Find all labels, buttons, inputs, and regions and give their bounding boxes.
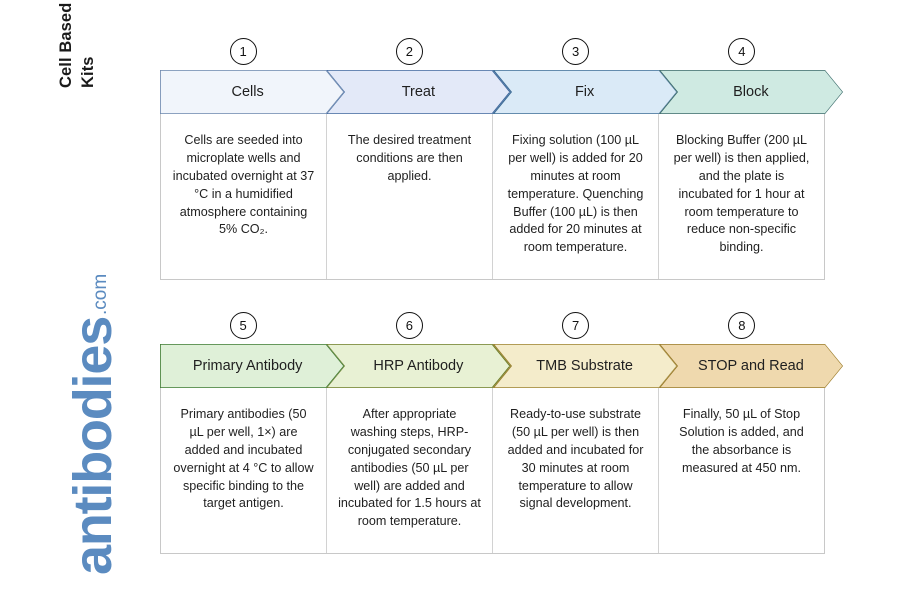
step-number-strip: 1 2 3 4 [160,36,825,66]
step-number-strip: 5 6 7 8 [160,310,825,340]
brand-logo-tld: .com [90,273,111,315]
step-number-badge: 1 [229,37,257,65]
step-number-cell: 1 [160,36,326,66]
step-description-text: Blocking Buffer (200 µL per well) is the… [673,133,810,255]
step-description-text: Fixing solution (100 µL per well) is add… [507,133,644,255]
step-number-badge: 7 [562,311,590,339]
brand-logo-word: antibodies [63,316,124,575]
step-banner-label: HRP Antibody [373,358,464,374]
step-number-badge: 3 [562,37,590,65]
step-banner-8[interactable]: STOP and Read [658,344,843,388]
brand-logo: antibodies .com [57,274,124,575]
step-number-cell: 3 [493,36,659,66]
step-banner-7[interactable]: TMB Substrate [492,344,677,388]
step-banner-strip: Primary Antibody HRP Antibody TMB Substrat… [160,344,844,388]
page-title: Cell Based ELISA Kits Quick Protocol [46,0,110,88]
step-banner-strip: Cells Treat Fix Block [160,70,844,114]
step-description-cell: After appropriate washing steps, HRP-con… [327,388,493,553]
step-description-text: Finally, 50 µL of Stop Solution is added… [679,407,804,475]
page-title-line-1: Cell Based ELISA Kits [57,0,97,88]
step-description-text: Primary antibodies (50 µL per well, 1×) … [173,407,314,511]
step-banner-label: Treat [401,84,436,100]
step-description-cell: Cells are seeded into microplate wells a… [161,114,327,279]
step-number-badge: 4 [728,37,756,65]
step-description-cell: Finally, 50 µL of Stop Solution is added… [659,388,824,553]
step-banner-label: Fix [574,84,595,100]
step-number-badge: 6 [395,311,423,339]
step-description-cell: Ready-to-use substrate (50 µL per well) … [493,388,659,553]
step-banner-4[interactable]: Block [658,70,843,114]
step-description-text: Ready-to-use substrate (50 µL per well) … [507,407,644,511]
step-number-badge: 5 [229,311,257,339]
step-number-cell: 8 [659,310,825,340]
step-description-text: Cells are seeded into microplate wells a… [172,133,315,237]
step-banner-label: Block [733,84,769,100]
step-banner-3[interactable]: Fix [492,70,677,114]
step-description-cell: Primary antibodies (50 µL per well, 1×) … [161,388,327,553]
step-description-strip: Primary antibodies (50 µL per well, 1×) … [160,388,825,554]
step-banner-label: Primary Antibody [192,358,303,374]
protocol-row-steps-5-8: 5 6 7 8 Primary Antibody HRP Antibody TMB Sub… [160,310,844,554]
step-description-strip: Cells are seeded into microplate wells a… [160,114,825,280]
step-description-cell: Fixing solution (100 µL per well) is add… [493,114,659,279]
step-description-text: The desired treatment conditions are the… [347,133,472,183]
protocol-row-steps-1-4: 1 2 3 4 Cells Treat Fix Block Cells are seeded… [160,36,844,280]
step-banner-label: Cells [231,84,264,100]
step-number-cell: 5 [160,310,326,340]
step-banner-1[interactable]: Cells [160,70,345,114]
step-number-cell: 6 [326,310,492,340]
step-description-cell: The desired treatment conditions are the… [327,114,493,279]
step-number-cell: 4 [659,36,825,66]
step-banner-label: STOP and Read [697,358,804,374]
step-number-badge: 8 [728,311,756,339]
step-number-cell: 2 [326,36,492,66]
step-banner-6[interactable]: HRP Antibody [326,344,511,388]
step-banner-2[interactable]: Treat [326,70,511,114]
step-number-cell: 7 [493,310,659,340]
step-banner-label: TMB Substrate [536,358,633,374]
step-banner-5[interactable]: Primary Antibody [160,344,345,388]
step-number-badge: 2 [395,37,423,65]
step-description-cell: Blocking Buffer (200 µL per well) is the… [659,114,824,279]
step-description-text: After appropriate washing steps, HRP-con… [338,407,481,529]
